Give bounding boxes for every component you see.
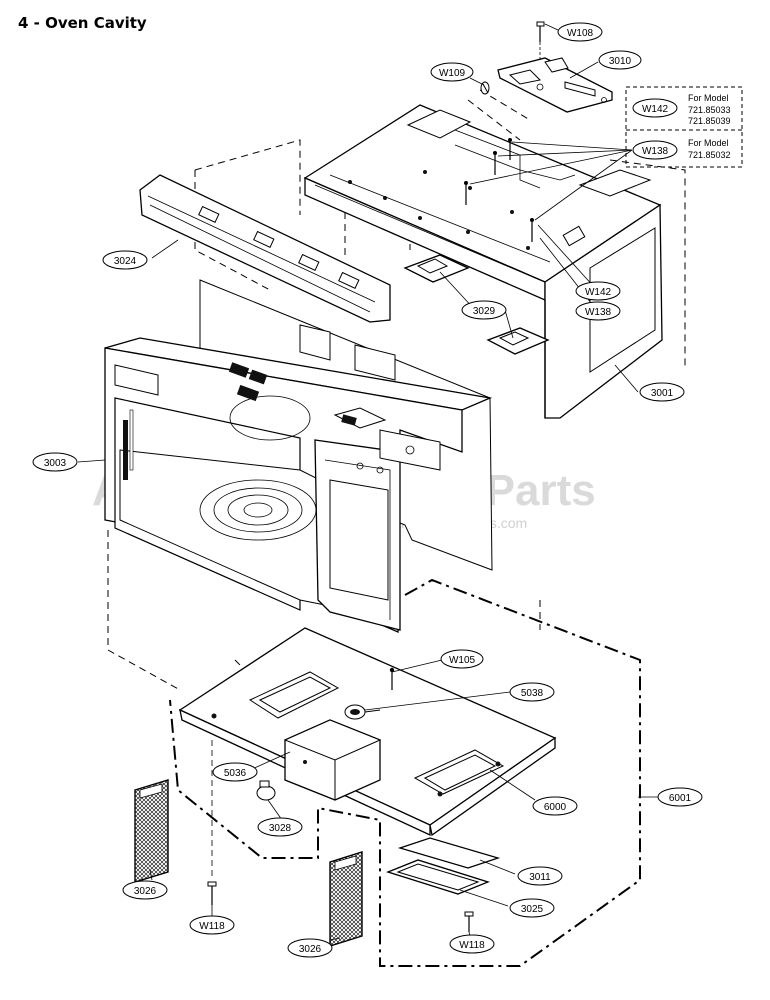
- part-3026-filter-bottom: [329, 851, 363, 947]
- label-w138-top-text: W138: [642, 146, 669, 157]
- label-3026-left: 3026: [122, 880, 168, 900]
- label-w109: W109: [430, 62, 474, 82]
- screw-w108: [536, 21, 545, 62]
- label-3001: 3001: [639, 382, 685, 402]
- label-3011: 3011: [517, 866, 563, 886]
- label-6000: 6000: [532, 796, 578, 816]
- label-6001-text: 6001: [669, 793, 692, 804]
- label-6001: 6001: [657, 787, 703, 807]
- label-3025-text: 3025: [521, 904, 544, 915]
- dashed-guide-lines: [107, 89, 686, 691]
- screw-w118-left: [207, 740, 217, 905]
- label-w138-top: W138: [632, 140, 678, 160]
- note-w138-model-1: 721.85032: [688, 150, 731, 160]
- note-w142-model-1: 721.85033: [688, 105, 731, 115]
- screw-w105: [389, 667, 395, 690]
- part-3026-filter-left: [134, 779, 169, 883]
- screw-w118-right: [464, 911, 474, 932]
- model-note-box: For Model 721.85033 721.85039 For Model …: [625, 86, 743, 168]
- label-w108-text: W108: [567, 28, 594, 39]
- label-w118-right: W118: [449, 934, 495, 954]
- label-3026-bottom: 3026: [287, 938, 333, 958]
- label-3010: 3010: [598, 50, 642, 70]
- label-3029-text: 3029: [473, 306, 496, 317]
- part-3011-panel: [397, 837, 501, 869]
- part-3029-brackets: [403, 254, 550, 355]
- part-3028-lamp: [256, 780, 276, 801]
- label-3003-text: 3003: [44, 458, 67, 469]
- label-w118-left-text: W118: [199, 921, 225, 932]
- part-3024-front-trim: [139, 174, 391, 323]
- label-w109-text: W109: [439, 68, 466, 79]
- label-5038-text: 5038: [521, 688, 544, 699]
- label-3010-text: 3010: [609, 56, 632, 67]
- label-w105-text: W105: [449, 655, 476, 666]
- label-3003: 3003: [32, 452, 78, 472]
- label-5036: 5036: [212, 762, 258, 782]
- part-6000-base-plate: [178, 627, 557, 837]
- label-3028-text: 3028: [269, 823, 292, 834]
- label-w105: W105: [440, 649, 484, 669]
- label-w142-side: W142: [575, 281, 621, 301]
- label-w138-side: W138: [575, 301, 621, 321]
- part-3025-frame: [386, 859, 490, 895]
- clip-w109: [480, 81, 490, 95]
- label-5036-text: 5036: [224, 768, 247, 779]
- note-w142-prefix: For Model: [688, 93, 729, 103]
- label-w142-top-text: W142: [642, 104, 669, 115]
- note-w142-model-2: 721.85039: [688, 116, 731, 126]
- label-w142-side-text: W142: [585, 287, 612, 298]
- label-3026-bottom-text: 3026: [299, 944, 322, 955]
- label-5038: 5038: [509, 682, 555, 702]
- note-w138-prefix: For Model: [688, 138, 729, 148]
- part-3010-bracket: [497, 57, 613, 113]
- label-3011-text: 3011: [529, 872, 551, 883]
- assembly-6001-outline: [169, 578, 641, 967]
- label-3026-left-text: 3026: [134, 886, 157, 897]
- label-w138-side-text: W138: [585, 307, 612, 318]
- label-w108: W108: [557, 22, 603, 42]
- label-3028: 3028: [257, 817, 303, 837]
- label-3024: 3024: [102, 250, 148, 270]
- label-3025: 3025: [509, 898, 555, 918]
- label-w118-left: W118: [189, 915, 235, 935]
- part-3003-oven-cavity: [104, 279, 493, 633]
- label-6000-text: 6000: [544, 802, 567, 813]
- label-w142-top: W142: [632, 98, 678, 118]
- label-3024-text: 3024: [114, 256, 137, 267]
- label-w118-right-text: W118: [459, 940, 485, 951]
- label-3001-text: 3001: [651, 388, 674, 399]
- label-3029: 3029: [461, 300, 507, 320]
- screws-w138: [464, 138, 534, 242]
- diagram-title: 4 - Oven Cavity: [18, 14, 147, 32]
